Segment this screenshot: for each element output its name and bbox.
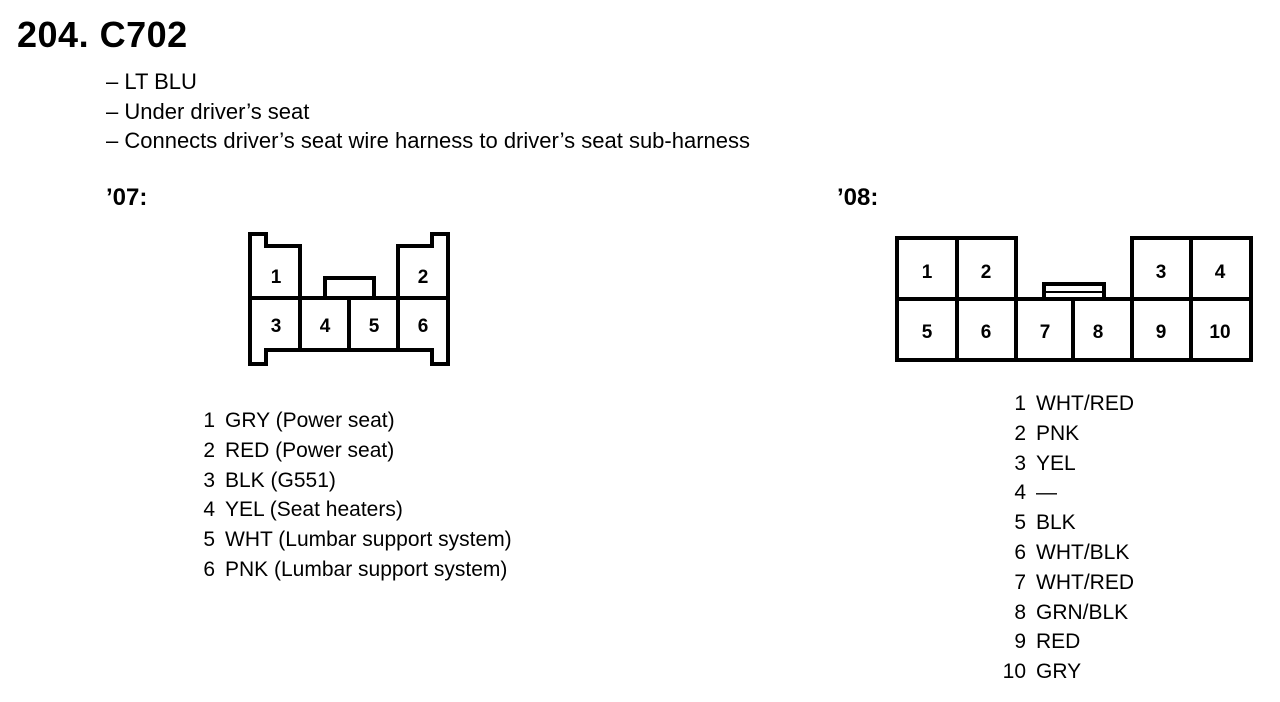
pin-row: 4— xyxy=(996,478,1134,508)
pin-description: YEL xyxy=(1036,451,1076,475)
cavity-08-9: 9 xyxy=(1156,322,1167,343)
connector-07-pin-list: 1 GRY (Power seat) 2 RED (Power seat) 3 BLK… xyxy=(195,406,512,585)
cavity-07-1: 1 xyxy=(271,267,282,288)
pin-number: 4 xyxy=(203,498,215,522)
pin-description: GRN/BLK xyxy=(1036,600,1129,624)
pin-number: 8 xyxy=(1014,600,1026,624)
pin-row: 4 YEL (Seat heaters) xyxy=(195,495,512,525)
pin-number: 6 xyxy=(203,557,215,581)
pin-description: YEL (Seat heaters) xyxy=(225,498,403,522)
description-color: – LT BLU xyxy=(106,69,197,94)
pin-number: 5 xyxy=(203,528,215,552)
pin-number: 7 xyxy=(1014,570,1026,594)
pin-number: 3 xyxy=(203,468,215,492)
pin-description: GRY xyxy=(1036,660,1082,684)
connector-07-housing xyxy=(248,232,450,366)
cavity-07-3: 3 xyxy=(271,316,282,337)
cavity-08-4: 4 xyxy=(1215,262,1226,283)
pin-description: WHT/RED xyxy=(1036,570,1134,594)
pin-number: 2 xyxy=(1014,421,1026,445)
pin-description: PNK xyxy=(1036,421,1080,445)
cavity-08-1: 1 xyxy=(922,262,933,283)
cavity-07-6: 6 xyxy=(418,316,429,337)
pin-row: 6 PNK (Lumbar support system) xyxy=(195,555,512,585)
connector-07-label: ’07: xyxy=(106,184,148,211)
pin-number: 10 xyxy=(1002,660,1026,684)
pin-description: WHT/RED xyxy=(1036,392,1134,415)
pin-number: 4 xyxy=(1014,481,1026,505)
pin-row: 3 YEL xyxy=(996,449,1134,479)
description-location: – Under driver’s seat xyxy=(106,98,310,124)
cavity-08-10: 10 xyxy=(1209,322,1230,343)
pin-description: BLK xyxy=(1036,511,1076,535)
pin-description: PNK (Lumbar support system) xyxy=(225,557,508,581)
pin-number: 5 xyxy=(1014,511,1026,535)
cavity-08-2: 2 xyxy=(981,262,992,283)
pin-description: — xyxy=(1036,481,1057,505)
pin-description: WHT/BLK xyxy=(1036,540,1130,564)
pin-row: 3 BLK (G551) xyxy=(195,466,512,496)
pin-row: 1 GRY (Power seat) xyxy=(195,406,512,436)
connector-description: – LT BLU – Under driver’s seat – Connect… xyxy=(106,67,750,156)
cavity-08-7: 7 xyxy=(1040,322,1051,343)
pin-row: 10 GRY xyxy=(996,657,1134,687)
pin-number: 2 xyxy=(203,438,215,462)
description-function: – Connects driver’s seat wire harness to… xyxy=(106,128,751,153)
cavity-07-4: 4 xyxy=(320,316,331,337)
cavity-08-3: 3 xyxy=(1156,262,1167,283)
cavity-07-2: 2 xyxy=(418,267,429,288)
connector-07-diagram: 1 2 3 4 5 6 xyxy=(248,232,450,366)
pin-number: 1 xyxy=(1014,392,1026,415)
pin-row: 5 WHT (Lumbar support system) xyxy=(195,525,512,555)
connector-08-diagram: 1 2 3 4 5 6 7 8 9 10 xyxy=(895,236,1253,362)
pin-number: 3 xyxy=(1014,451,1026,475)
cavity-07-5: 5 xyxy=(369,316,380,337)
pin-row: 5 BLK xyxy=(996,508,1134,538)
pin-row: 7 WHT/RED xyxy=(996,568,1134,598)
cavity-08-8: 8 xyxy=(1093,322,1104,343)
pin-row: 1 WHT/RED xyxy=(996,389,1134,419)
cavity-08-5: 5 xyxy=(922,322,933,343)
pin-row: 6 WHT/BLK xyxy=(996,538,1134,568)
pin-description: RED xyxy=(1036,630,1081,654)
pin-description: BLK (G551) xyxy=(225,468,336,492)
page-title: 204. C702 xyxy=(17,14,188,55)
pin-number: 6 xyxy=(1014,540,1026,564)
pin-row: 8 GRN/BLK xyxy=(996,598,1134,628)
pin-row: 2 RED (Power seat) xyxy=(195,436,512,466)
pin-description: WHT (Lumbar support system) xyxy=(225,528,512,552)
pin-row: 9 RED xyxy=(996,627,1134,657)
pin-number: 9 xyxy=(1014,630,1026,654)
pin-description: GRY (Power seat) xyxy=(225,409,395,432)
cavity-08-6: 6 xyxy=(981,322,992,343)
connector-08-label: ’08: xyxy=(837,184,879,211)
pin-row: 2 PNK xyxy=(996,419,1134,449)
pin-number: 1 xyxy=(203,409,215,432)
pin-description: RED (Power seat) xyxy=(225,438,395,462)
